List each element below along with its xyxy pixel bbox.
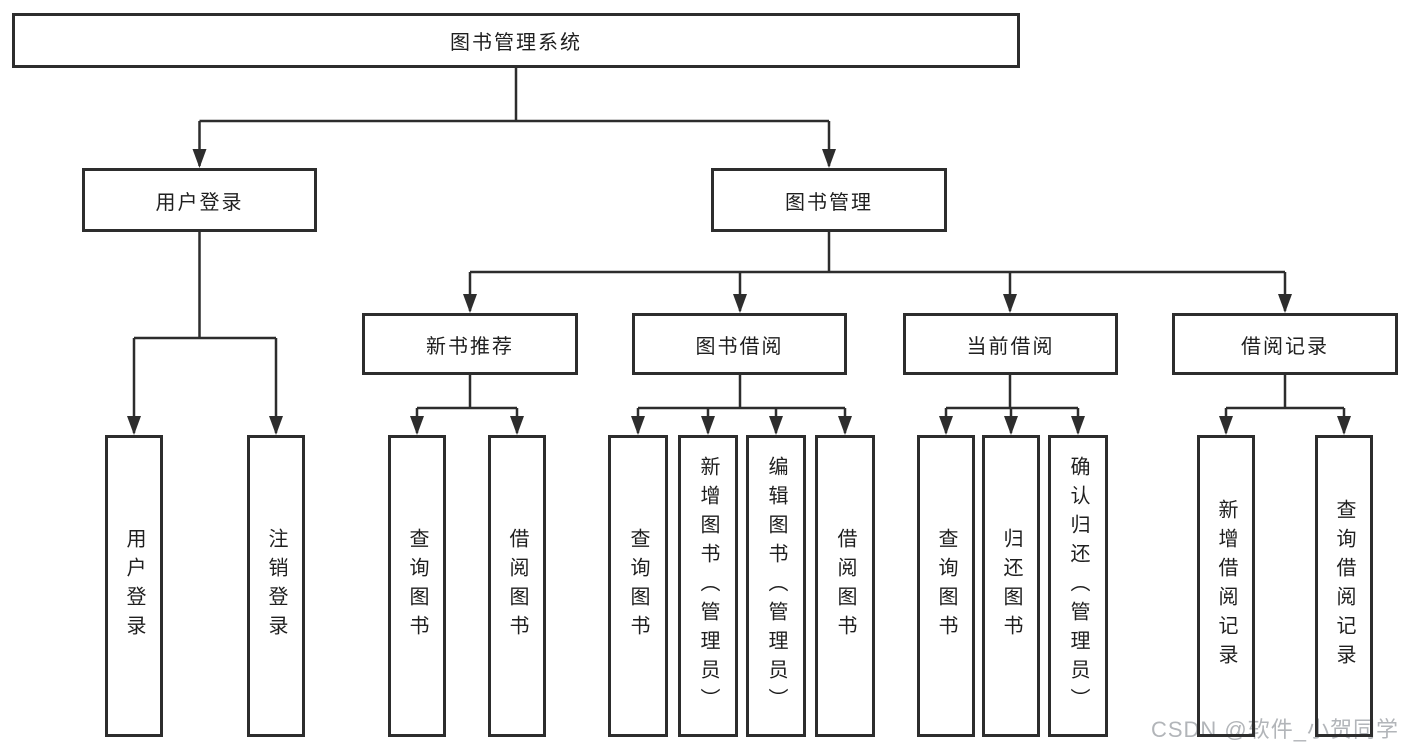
node-book-borrowing: 图书借阅 <box>632 313 847 375</box>
leaf-add-borrow-record: 新增借阅记录 <box>1197 435 1255 737</box>
node-new-book-recommendation: 新书推荐 <box>362 313 578 375</box>
leaf-add-borrow-record-label: 新增借阅记录 <box>1215 499 1237 673</box>
node-user-login: 用户登录 <box>82 168 317 232</box>
leaf-user-login: 用户登录 <box>105 435 163 737</box>
leaf-borrow-books-2: 借阅图书 <box>815 435 875 737</box>
node-user-login-label: 用户登录 <box>155 191 244 214</box>
leaf-add-book-admin-label: 新增图书（管理员） <box>697 455 719 717</box>
node-root: 图书管理系统 <box>12 13 1020 68</box>
leaf-query-books-3-label: 查询图书 <box>935 528 957 644</box>
leaf-edit-book-admin: 编辑图书（管理员） <box>746 435 806 737</box>
leaf-edit-book-admin-label: 编辑图书（管理员） <box>765 455 787 717</box>
leaf-add-book-admin: 新增图书（管理员） <box>678 435 738 737</box>
node-book-borrowing-label: 图书借阅 <box>695 335 784 358</box>
node-borrowing-records-label: 借阅记录 <box>1241 335 1329 358</box>
leaf-query-books-2: 查询图书 <box>608 435 668 737</box>
leaf-query-books-3: 查询图书 <box>917 435 975 737</box>
leaf-user-login-label: 用户登录 <box>123 528 145 644</box>
node-book-management-label: 图书管理 <box>785 191 873 214</box>
leaf-query-borrow-record: 查询借阅记录 <box>1315 435 1373 737</box>
leaf-borrow-books-2-label: 借阅图书 <box>834 528 856 644</box>
leaf-query-books-1: 查询图书 <box>388 435 446 737</box>
leaf-return-book-label: 归还图书 <box>1000 528 1022 644</box>
leaf-borrow-books-1-label: 借阅图书 <box>506 528 528 644</box>
leaf-confirm-return-admin: 确认归还（管理员） <box>1048 435 1108 737</box>
node-current-borrowing-label: 当前借阅 <box>966 335 1055 358</box>
leaf-query-books-1-label: 查询图书 <box>406 528 428 644</box>
node-root-label: 图书管理系统 <box>450 32 582 54</box>
leaf-query-books-2-label: 查询图书 <box>627 528 649 644</box>
arrowheads <box>127 149 1351 435</box>
leaf-logout-label: 注销登录 <box>265 528 287 644</box>
node-current-borrowing: 当前借阅 <box>903 313 1118 375</box>
node-book-management: 图书管理 <box>711 168 947 232</box>
leaf-confirm-return-admin-label: 确认归还（管理员） <box>1067 455 1089 717</box>
node-borrowing-records: 借阅记录 <box>1172 313 1398 375</box>
leaf-return-book: 归还图书 <box>982 435 1040 737</box>
leaf-borrow-books-1: 借阅图书 <box>488 435 546 737</box>
node-new-book-recommendation-label: 新书推荐 <box>426 335 514 358</box>
csdn-watermark: CSDN @软件_小贺同学 <box>1150 717 1399 742</box>
leaf-query-borrow-record-label: 查询借阅记录 <box>1333 499 1355 673</box>
leaf-logout: 注销登录 <box>247 435 305 737</box>
